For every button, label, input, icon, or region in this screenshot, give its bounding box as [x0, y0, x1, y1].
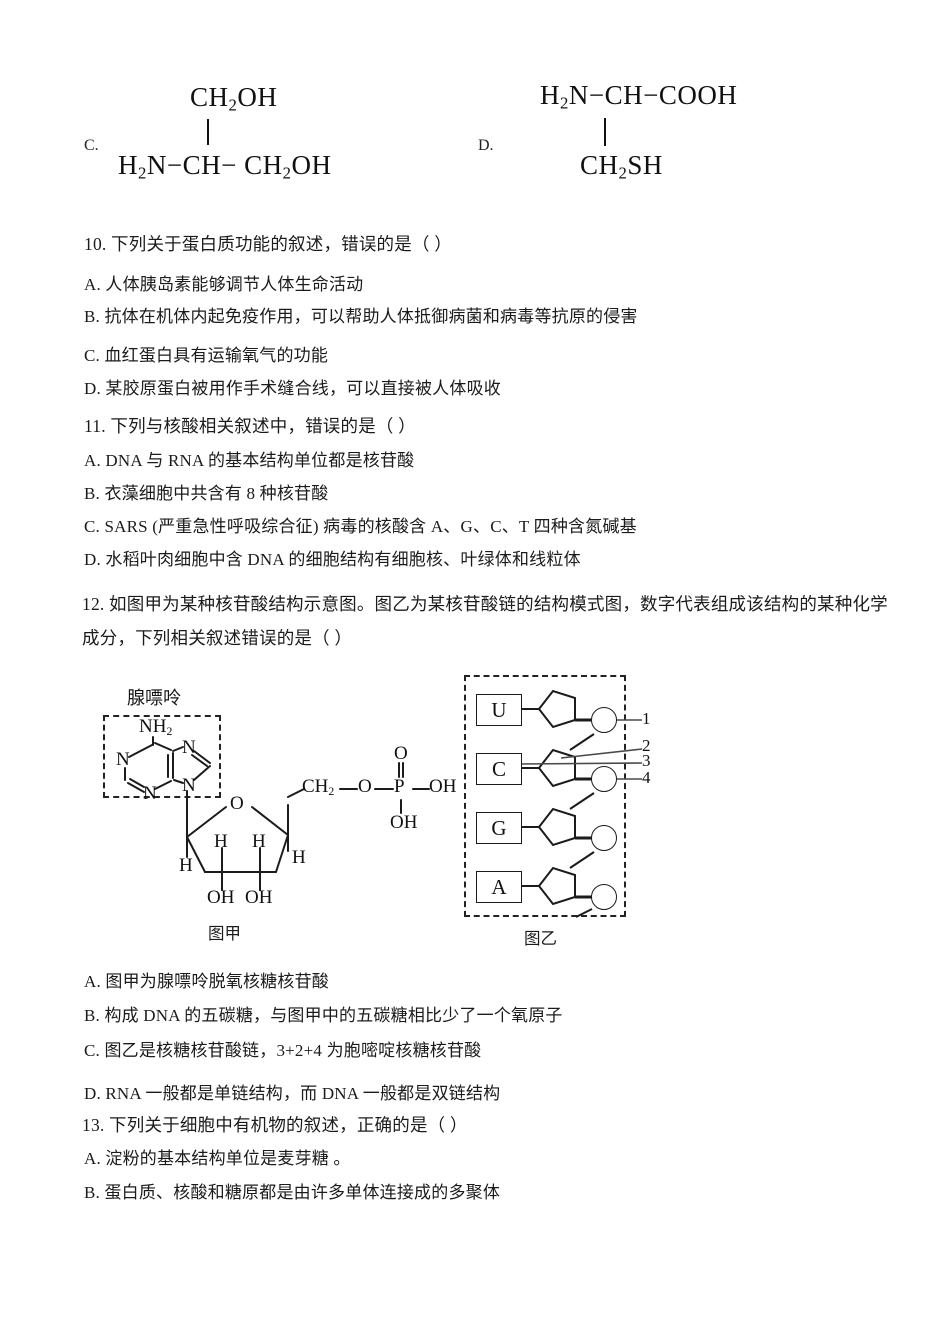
question-11-option-a: A. DNA 与 RNA 的基本结构单位都是核苷酸	[84, 451, 415, 470]
question-10-option-d: D. 某胶原蛋白被用作手术缝合线，可以直接被人体吸收	[84, 379, 501, 398]
purine-n1-atom: N	[116, 749, 130, 770]
question-13-option-a: A. 淀粉的基本结构单位是麦芽糖 。	[84, 1149, 351, 1168]
question-10-option-b: B. 抗体在机体内起免疫作用，可以帮助人体抵御病菌和病毒等抗原的侵害	[84, 307, 638, 326]
phosphate-oh-bottom: OH	[390, 812, 418, 833]
option-c-bond	[207, 119, 209, 145]
figure-yi-phosphate-3	[591, 825, 617, 851]
question-13-option-b: B. 蛋白质、核酸和糖原都是由许多单体连接成的多聚体	[84, 1183, 501, 1202]
ribose-oh-c2: OH	[207, 887, 235, 908]
figure-yi-bonds	[519, 689, 643, 918]
question-11-option-c: C. SARS (严重急性呼吸综合征) 病毒的核酸含 A、G、C、T 四种含氮碱…	[84, 517, 637, 536]
purine-n3-atom: N	[143, 783, 157, 804]
ribose-h-c3: H	[252, 831, 266, 852]
figure-jia-caption: 图甲	[208, 924, 241, 943]
phosphate-p-atom: P	[394, 776, 405, 797]
ribose-h-c2: H	[214, 831, 228, 852]
purine-n9-atom: N	[182, 775, 196, 796]
phosphate-ch2: CH2	[302, 776, 335, 799]
figure-yi-number-3: 3	[642, 751, 651, 770]
option-d-label: D.	[478, 137, 494, 154]
figure-yi-number-2: 2	[642, 736, 651, 755]
ribose-h-c4: H	[292, 847, 306, 868]
question-12-option-c: C. 图乙是核糖核苷酸链，3+2+4 为胞嘧啶核糖核苷酸	[84, 1041, 482, 1060]
question-10-option-c: C. 血红蛋白具有运输氧气的功能	[84, 346, 329, 365]
figure-yi-dashed-box	[464, 675, 626, 917]
figure-yi-phosphate-2	[591, 766, 617, 792]
question-10-option-a: A. 人体胰岛素能够调节人体生命活动	[84, 275, 364, 294]
question-10-stem: 10. 下列关于蛋白质功能的叙述，错误的是（ ）	[84, 234, 452, 254]
figure-yi: U C G A 1 2 3 4	[460, 670, 660, 920]
figure-yi-base-u: U	[476, 694, 522, 726]
phosphate-double-bond-oxygen: O	[394, 743, 408, 764]
figure-yi-number-1: 1	[642, 709, 651, 728]
question-11-option-d: D. 水稻叶肉细胞中含 DNA 的细胞结构有细胞核、叶绿体和线粒体	[84, 550, 581, 569]
figure-yi-number-4: 4	[642, 768, 651, 787]
ribose-h-c1: H	[179, 855, 193, 876]
question-12-option-b: B. 构成 DNA 的五碳糖，与图甲中的五碳糖相比少了一个氧原子	[84, 1006, 563, 1025]
question-11-stem: 11. 下列与核酸相关叙述中，错误的是（ ）	[84, 416, 416, 436]
figure-yi-caption: 图乙	[524, 929, 557, 948]
option-c-main-chain: H2N−CH− CH2OH	[118, 150, 332, 183]
question-13-stem: 13. 下列关于细胞中有机物的叙述，正确的是（ ）	[82, 1115, 468, 1135]
question-12-stem-line-1: 12. 如图甲为某种核苷酸结构示意图。图乙为某核苷酸链的结构模式图，数字代表组成…	[82, 594, 888, 614]
question-12-option-a: A. 图甲为腺嘌呤脱氧核糖核苷酸	[84, 972, 329, 991]
question-12-stem-line-2: 成分，下列相关叙述错误的是（ ）	[82, 628, 353, 648]
figure-yi-base-a: A	[476, 871, 522, 903]
phosphate-oh-right: OH	[429, 776, 457, 797]
figure-yi-base-c: C	[476, 753, 522, 785]
option-d-main-chain: H2N−CH−COOH	[540, 80, 738, 113]
question-11-option-b: B. 衣藻细胞中共含有 8 种核苷酸	[84, 484, 329, 503]
adenine-label: 腺嘌呤	[127, 688, 181, 708]
figure-jia: 腺嘌呤 NH2	[95, 685, 457, 940]
ribose-oh-c3: OH	[245, 887, 273, 908]
figure-jia-bonds	[124, 736, 430, 891]
option-d-bottom-group: CH2SH	[580, 150, 663, 183]
figure-yi-phosphate-4	[591, 884, 617, 910]
figure-yi-base-g: G	[476, 812, 522, 844]
question-12-option-d: D. RNA 一般都是单链结构，而 DNA 一般都是双链结构	[84, 1084, 501, 1103]
purine-n7-atom: N	[182, 737, 196, 758]
option-c-top-group: CH2OH	[190, 82, 278, 115]
phosphate-ester-oxygen: O	[358, 776, 372, 797]
adenine-dashed-box	[103, 715, 221, 798]
amino-group-label: NH2	[139, 716, 173, 739]
figure-yi-phosphate-1	[591, 707, 617, 733]
option-d-bond	[604, 118, 606, 146]
ribose-ring-oxygen: O	[230, 793, 244, 814]
option-c-label: C.	[84, 137, 99, 154]
